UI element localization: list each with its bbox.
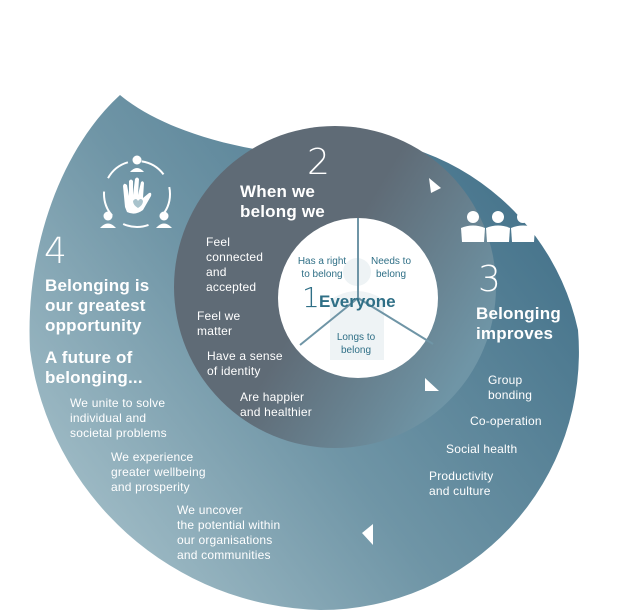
- stage3-heading: Belonging improves: [476, 304, 561, 343]
- stage2-item: Feel connected and accepted: [206, 235, 264, 294]
- stage3-item: Co-operation: [470, 414, 542, 428]
- stage4-item: We uncover the potential within our orga…: [177, 503, 281, 562]
- hand-with-people-icon: [100, 155, 172, 228]
- group-of-people-icon: [461, 211, 535, 242]
- stage3-item: Social health: [446, 442, 518, 456]
- arrow-icon: [425, 378, 439, 391]
- stage4-item: We unite to solve individual and societa…: [70, 396, 167, 440]
- stage2-item: Are happier and healthier: [240, 390, 312, 419]
- arrow-icon: [429, 178, 441, 193]
- arrow-icon: [362, 524, 373, 545]
- stage4-heading: Belonging is our greatest opportunity: [45, 276, 150, 335]
- stage2-item: Have a sense of identity: [207, 349, 283, 378]
- stage4-number: 4: [44, 231, 67, 272]
- stage2-number: 2: [307, 142, 330, 183]
- stage4-item: We experience greater wellbeing and pros…: [111, 450, 206, 494]
- inner-dividers: [299, 218, 434, 346]
- stage1-label: Everyone: [319, 292, 396, 311]
- stage2-heading: When we belong we: [240, 182, 325, 221]
- stage2-item: Feel we matter: [197, 309, 241, 338]
- stage1-segment: Longs to belong: [336, 332, 376, 356]
- stage1-segment: Needs to belong: [370, 256, 412, 280]
- stage3-item: Group bonding: [488, 373, 533, 402]
- stage3-number: 3: [478, 259, 501, 300]
- stage4-subheading: A future of belonging...: [45, 348, 143, 387]
- stage1-number: 1: [302, 281, 320, 314]
- stage3-item: Productivity and culture: [429, 469, 494, 498]
- stage1-segment: Has a right to belong: [297, 256, 347, 280]
